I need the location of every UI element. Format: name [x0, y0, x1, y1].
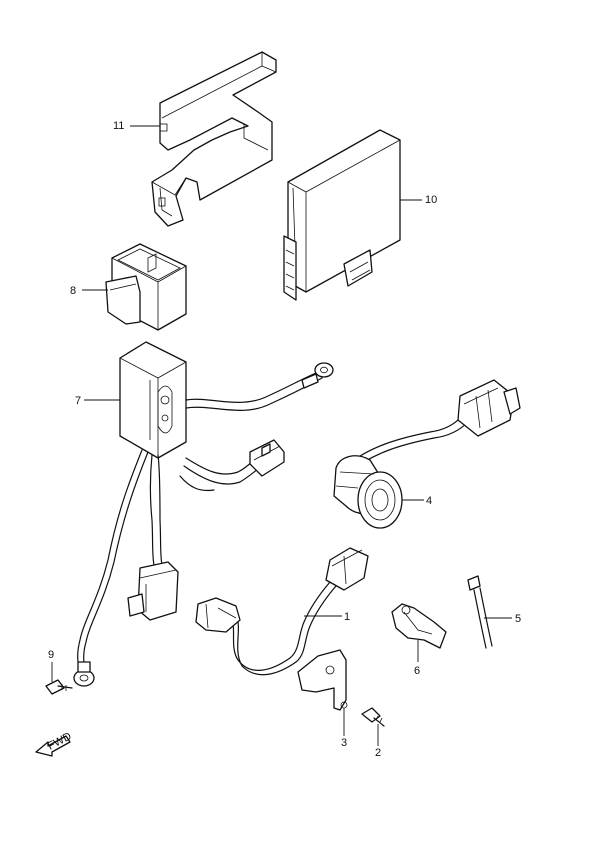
part-10-control-unit	[283, 129, 401, 301]
part-6-clamp	[391, 603, 447, 649]
callout-1: 1	[344, 611, 350, 623]
part-4-sensor	[333, 379, 521, 529]
callout-7: 7	[75, 395, 81, 407]
callout-9: 9	[48, 649, 54, 661]
part-8-relay	[105, 243, 187, 331]
part-7-rectifier-harness	[73, 341, 334, 687]
part-1-harness	[195, 547, 369, 711]
callout-8: 8	[70, 285, 76, 297]
fwd-marker-text: FWD	[46, 730, 74, 752]
part-5-cable-tie	[467, 575, 493, 649]
part-9-bolt	[45, 679, 73, 695]
part-11-cover	[151, 51, 277, 227]
fwd-arrow-icon: FWD	[35, 730, 74, 757]
callout-6: 6	[414, 665, 420, 677]
part-2-bolt	[361, 707, 385, 727]
callout-4: 4	[426, 495, 432, 507]
callout-3: 3	[341, 737, 347, 749]
callout-11: 11	[113, 120, 124, 132]
callout-5: 5	[515, 613, 521, 625]
leader-lines	[51, 125, 512, 746]
callout-10: 10	[425, 194, 437, 206]
callout-2: 2	[375, 747, 381, 759]
